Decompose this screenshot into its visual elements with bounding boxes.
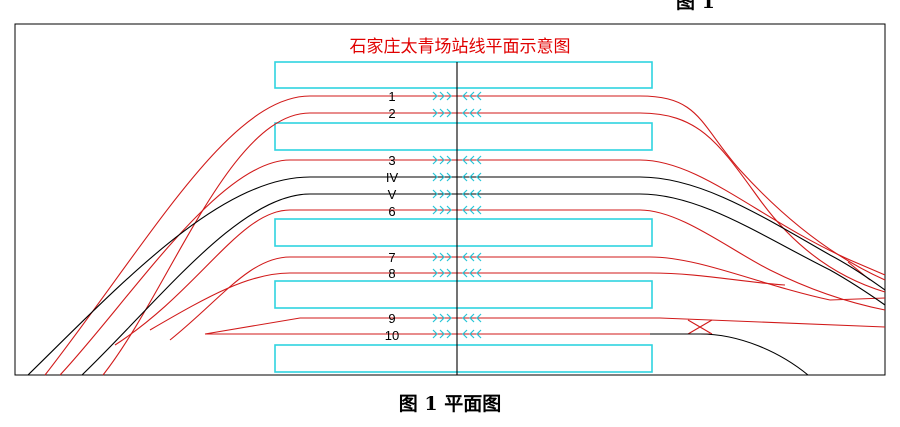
direction-arrow-pair: [432, 155, 482, 165]
connector-right: [829, 261, 886, 301]
track-label-8: 8: [388, 266, 395, 281]
track-line-IV: [27, 176, 886, 376]
platform-5: [274, 344, 653, 373]
track-label-9: 9: [388, 311, 395, 326]
track-label-IV: IV: [386, 170, 399, 185]
siding-tracks: [44, 95, 886, 376]
top-partial-text: 图 1: [676, 0, 715, 13]
main-tracks: [27, 176, 886, 376]
track-line-6: [114, 209, 886, 346]
direction-arrow-pair: [432, 108, 482, 118]
platform-3: [274, 218, 653, 247]
diagram-title: 石家庄太青场站线平面示意图: [350, 37, 571, 57]
figure-caption: 图 1 平面图: [399, 393, 501, 415]
direction-arrows: [432, 91, 482, 339]
track-label-7: 7: [388, 250, 395, 265]
chevron-arrows-icon: [432, 189, 482, 199]
track-line-8: [149, 272, 786, 331]
track-label-10: 10: [385, 328, 399, 343]
track-line-9: [204, 317, 886, 335]
chevron-arrows-icon: [432, 205, 482, 215]
chevron-arrows-icon: [432, 172, 482, 182]
track-line-2: [102, 112, 886, 376]
direction-arrow-pair: [432, 189, 482, 199]
direction-arrow-pair: [432, 172, 482, 182]
direction-arrow-pair: [432, 91, 482, 101]
direction-arrow-pair: [432, 329, 482, 339]
chevron-arrows-icon: [432, 108, 482, 118]
track-label-6: 6: [388, 204, 395, 219]
chevron-arrows-icon: [432, 252, 482, 262]
direction-arrow-pair: [432, 313, 482, 323]
direction-arrow-pair: [432, 205, 482, 215]
track-line-V: [81, 193, 886, 376]
platform-4: [274, 280, 653, 309]
track-label-1: 1: [388, 89, 395, 104]
track-label-3: 3: [388, 153, 395, 168]
track-line-3: [59, 159, 886, 376]
chevron-arrows-icon: [432, 91, 482, 101]
platform-2: [274, 122, 653, 151]
chevron-arrows-icon: [432, 329, 482, 339]
chevron-arrows-icon: [432, 313, 482, 323]
track-label-V: V: [388, 187, 397, 202]
chevron-arrows-icon: [432, 155, 482, 165]
direction-arrow-pair: [432, 268, 482, 278]
track-line-10-tail: [650, 333, 809, 376]
track-label-2: 2: [388, 106, 395, 121]
direction-arrow-pair: [432, 252, 482, 262]
chevron-arrows-icon: [432, 268, 482, 278]
platform-1: [274, 61, 653, 89]
track-line-1: [44, 95, 886, 376]
track-line-7: [169, 256, 831, 341]
drawing-frame: [14, 23, 886, 376]
crossover-x: [687, 319, 713, 335]
